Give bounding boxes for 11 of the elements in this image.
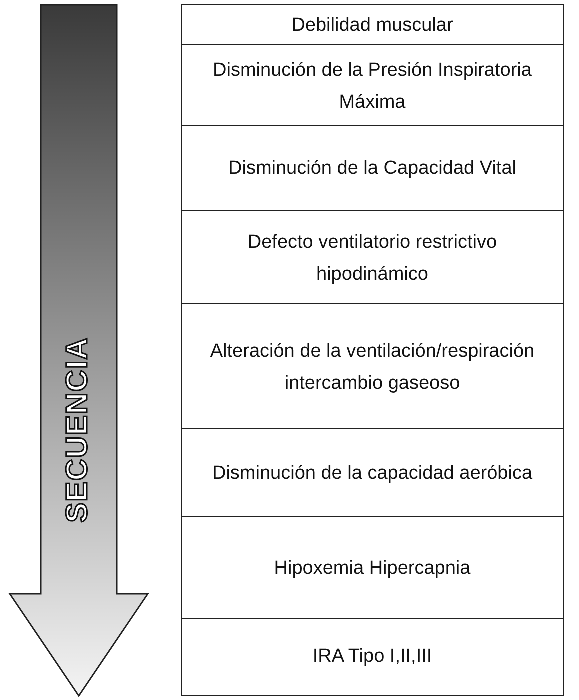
row-text: Disminución de la capacidad aeróbica — [212, 462, 533, 486]
table-row — [181, 125, 564, 213]
table-row — [181, 618, 564, 696]
row-text: Alteración de la ventilación/respiración intercambio gaseoso — [209, 340, 536, 396]
row-text: Hipoxemia Hipercapnia — [274, 557, 471, 581]
arrow-label: SECUENCIA — [61, 337, 95, 523]
row-text: Disminución de la Capacidad Vital — [228, 157, 516, 181]
row-text: Defecto ventilatorio restrictivo hipodinámico — [246, 230, 498, 286]
row-text: Debilidad muscular — [292, 14, 454, 38]
row-text: IRA Tipo I,II,III — [312, 645, 432, 669]
row-text: Disminución de la Presión Inspiratoria Máxima — [212, 58, 533, 114]
